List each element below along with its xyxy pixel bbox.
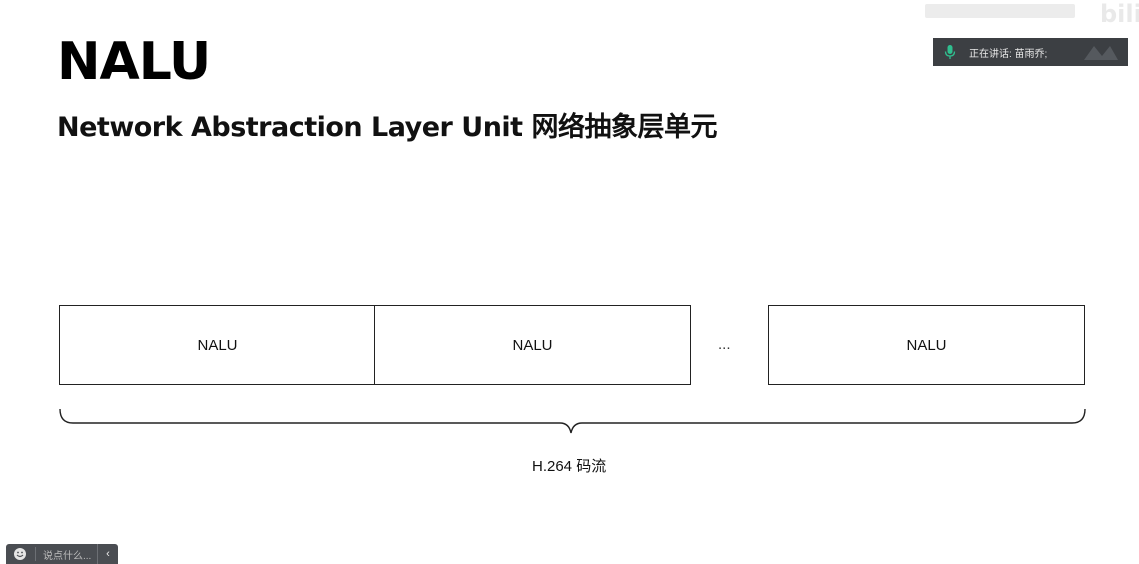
collapse-chevron-icon[interactable]: ‹ — [97, 544, 118, 564]
h264-stream-label: H.264 码流 — [532, 458, 607, 475]
nalu-box-3: NALU — [768, 305, 1085, 385]
speaking-indicator: 正在讲话: 苗雨乔; — [933, 38, 1128, 66]
slide-title: NALU — [57, 32, 211, 92]
speaker-text: 正在讲话: 苗雨乔; — [969, 48, 1048, 60]
svg-text:bili: bili — [1100, 0, 1139, 26]
danmaku-input-bar[interactable]: 说点什么... ‹ — [6, 544, 118, 564]
microphone-icon — [943, 44, 957, 60]
nalu-box-2: NALU — [374, 305, 691, 385]
ellipsis: ... — [718, 336, 731, 353]
nalu-box-1: NALU — [59, 305, 376, 385]
bilibili-watermark: bili — [905, 0, 1139, 28]
slide-subtitle: Network Abstraction Layer Unit 网络抽象层单元 — [57, 112, 717, 143]
emoji-icon[interactable] — [13, 547, 27, 561]
speaker-avatar-deco — [1082, 42, 1120, 62]
divider — [35, 547, 36, 561]
danmaku-input[interactable]: 说点什么... — [43, 550, 92, 562]
curly-brace — [59, 408, 1086, 434]
